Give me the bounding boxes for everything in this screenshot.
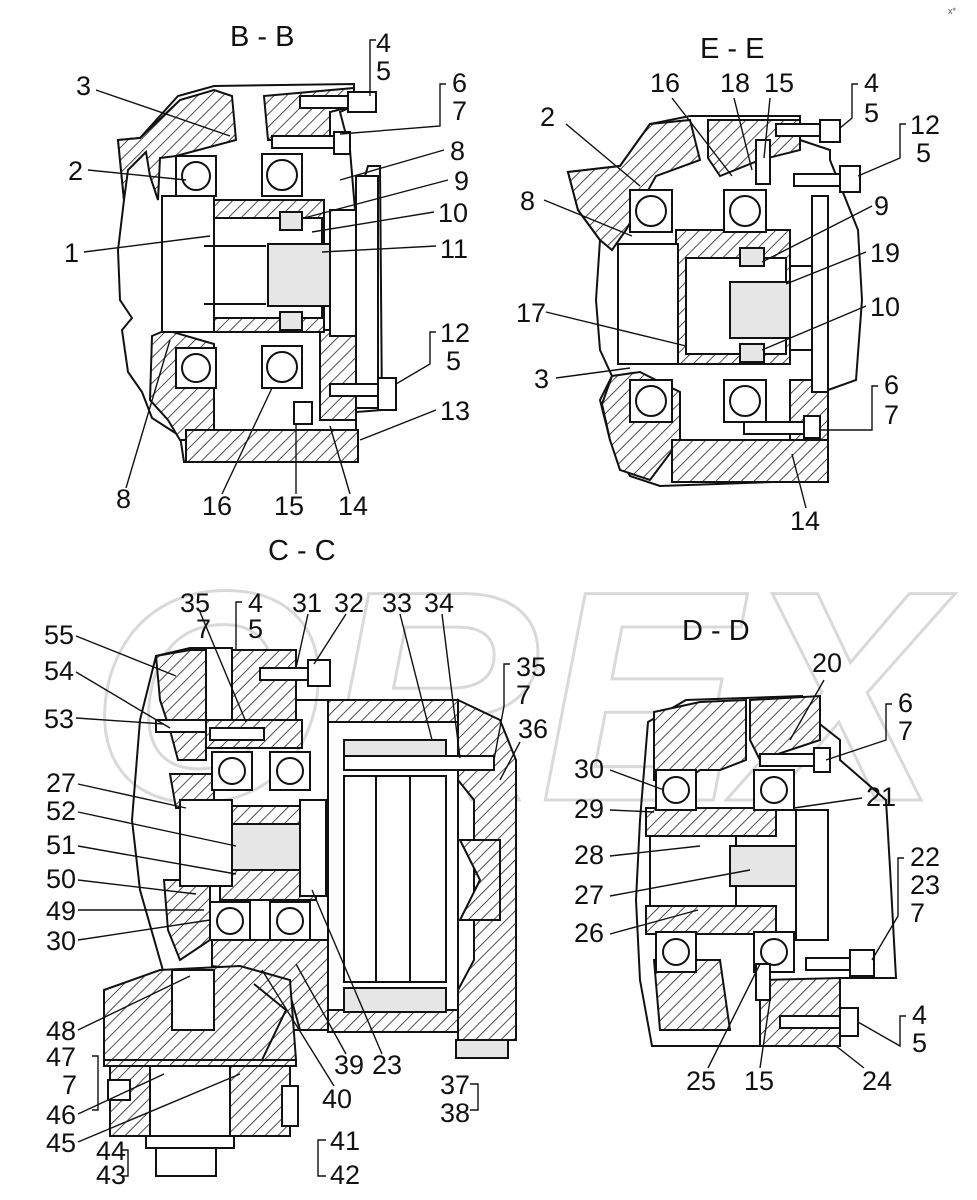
part-callout-bb-9: 9 bbox=[454, 166, 469, 196]
part-callout-cc-48: 48 bbox=[46, 1016, 76, 1046]
part-callout-cc-27: 27 bbox=[46, 768, 76, 798]
part-callout-bb-6: 6 bbox=[452, 68, 467, 98]
part-callout-cc-7: 7 bbox=[516, 680, 531, 710]
part-callout-bb-8: 8 bbox=[450, 136, 465, 166]
part-callout-bb-5: 5 bbox=[446, 346, 461, 376]
view-bb-drawing bbox=[116, 82, 397, 463]
leader-lines bbox=[75, 39, 906, 1177]
part-callout-cc-37: 37 bbox=[440, 1070, 470, 1100]
part-callout-ee-8: 8 bbox=[520, 186, 535, 216]
part-callout-cc-33: 33 bbox=[382, 588, 412, 618]
part-callout-cc-41: 41 bbox=[330, 1126, 360, 1156]
part-callout-ee-19: 19 bbox=[870, 238, 900, 268]
part-callout-ee-5: 5 bbox=[916, 138, 931, 168]
part-callout-cc-53: 53 bbox=[44, 704, 74, 734]
part-callout-cc-46: 46 bbox=[46, 1100, 76, 1130]
part-callout-bb-4: 4 bbox=[376, 28, 391, 58]
part-callout-cc-44: 44 bbox=[96, 1136, 126, 1166]
view-ee-drawing bbox=[566, 115, 864, 488]
part-callout-bb-8: 8 bbox=[116, 484, 131, 514]
part-callout-ee-18: 18 bbox=[720, 68, 750, 98]
part-callout-cc-5: 5 bbox=[248, 614, 263, 644]
view-title-ee: E - E bbox=[700, 33, 764, 65]
part-callout-ee-12: 12 bbox=[910, 110, 940, 140]
part-callout-bb-7: 7 bbox=[452, 96, 467, 126]
part-callout-dd-5: 5 bbox=[912, 1028, 927, 1058]
part-callout-ee-5: 5 bbox=[864, 98, 879, 128]
part-callout-cc-35: 35 bbox=[180, 588, 210, 618]
part-callout-dd-26: 26 bbox=[574, 918, 604, 948]
part-callout-dd-25: 25 bbox=[686, 1066, 716, 1096]
part-callout-bb-15: 15 bbox=[274, 491, 304, 521]
part-callout-cc-7: 7 bbox=[62, 1070, 77, 1100]
part-callout-cc-30: 30 bbox=[46, 926, 76, 956]
view-dd-drawing bbox=[634, 694, 898, 1047]
corner-mark: x* bbox=[948, 6, 957, 16]
part-callout-bb-1: 1 bbox=[64, 238, 79, 268]
view-title-cc: C - C bbox=[268, 535, 336, 567]
part-callout-cc-36: 36 bbox=[518, 714, 548, 744]
part-callout-dd-15: 15 bbox=[744, 1066, 774, 1096]
part-callout-cc-50: 50 bbox=[46, 864, 76, 894]
view-title-bb: B - B bbox=[230, 21, 294, 53]
part-callout-ee-4: 4 bbox=[864, 68, 879, 98]
part-callout-cc-51: 51 bbox=[46, 830, 76, 860]
part-callout-ee-17: 17 bbox=[516, 298, 546, 328]
part-callout-cc-34: 34 bbox=[424, 588, 454, 618]
part-callout-cc-39: 39 bbox=[334, 1050, 364, 1080]
part-callout-ee-7: 7 bbox=[884, 400, 899, 430]
part-callout-ee-16: 16 bbox=[650, 68, 680, 98]
part-callout-bb-2: 2 bbox=[68, 156, 83, 186]
part-callout-bb-10: 10 bbox=[438, 198, 468, 228]
part-callout-ee-14: 14 bbox=[790, 506, 820, 536]
part-callout-dd-22: 22 bbox=[910, 842, 940, 872]
part-callout-ee-6: 6 bbox=[884, 370, 899, 400]
part-callout-dd-4: 4 bbox=[912, 1000, 927, 1030]
part-callout-dd-6: 6 bbox=[898, 688, 913, 718]
part-callout-bb-3: 3 bbox=[76, 71, 91, 101]
view-cc-drawing bbox=[103, 647, 517, 1177]
part-callout-bb-14: 14 bbox=[338, 491, 368, 521]
part-callout-dd-7: 7 bbox=[898, 716, 913, 746]
part-callout-cc-38: 38 bbox=[440, 1098, 470, 1128]
part-callout-cc-23: 23 bbox=[372, 1050, 402, 1080]
part-callout-cc-52: 52 bbox=[46, 796, 76, 826]
part-callout-dd-30: 30 bbox=[574, 754, 604, 784]
part-callout-dd-27: 27 bbox=[574, 880, 604, 910]
view-title-dd: D - D bbox=[682, 615, 750, 647]
part-callout-cc-49: 49 bbox=[46, 896, 76, 926]
part-callout-cc-4: 4 bbox=[248, 588, 263, 618]
part-callout-cc-40: 40 bbox=[322, 1084, 352, 1114]
part-callout-cc-31: 31 bbox=[292, 588, 322, 618]
part-callout-ee-15: 15 bbox=[764, 68, 794, 98]
part-callout-cc-54: 54 bbox=[44, 656, 74, 686]
part-callout-cc-32: 32 bbox=[334, 588, 364, 618]
part-callout-cc-45: 45 bbox=[46, 1128, 76, 1158]
part-callout-ee-3: 3 bbox=[534, 364, 549, 394]
part-callout-cc-35: 35 bbox=[516, 652, 546, 682]
part-callout-bb-5: 5 bbox=[376, 56, 391, 86]
part-callout-cc-47: 47 bbox=[46, 1042, 76, 1072]
part-callout-ee-9: 9 bbox=[874, 191, 889, 221]
part-callout-cc-55: 55 bbox=[44, 620, 74, 650]
part-callout-dd-21: 21 bbox=[866, 782, 896, 812]
part-callout-cc-42: 42 bbox=[330, 1160, 360, 1190]
part-callout-ee-2: 2 bbox=[540, 102, 555, 132]
part-callout-dd-23: 23 bbox=[910, 870, 940, 900]
part-callout-dd-28: 28 bbox=[574, 840, 604, 870]
part-callout-cc-43: 43 bbox=[96, 1160, 126, 1190]
part-callout-dd-24: 24 bbox=[862, 1066, 892, 1096]
part-callout-bb-11: 11 bbox=[440, 234, 468, 264]
part-callout-dd-20: 20 bbox=[812, 648, 842, 678]
part-callout-bb-16: 16 bbox=[202, 491, 232, 521]
part-callout-bb-12: 12 bbox=[440, 318, 470, 348]
part-callout-dd-29: 29 bbox=[574, 794, 604, 824]
part-callout-bb-13: 13 bbox=[440, 396, 470, 426]
part-callout-dd-7: 7 bbox=[910, 898, 925, 928]
part-callout-ee-10: 10 bbox=[870, 292, 900, 322]
part-callout-cc-7: 7 bbox=[196, 614, 211, 644]
